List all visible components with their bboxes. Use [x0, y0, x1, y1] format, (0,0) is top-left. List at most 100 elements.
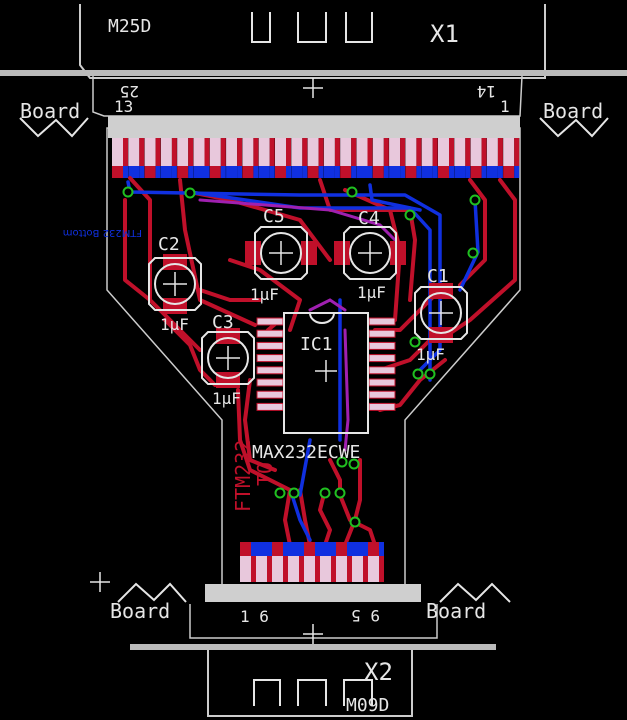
c3-name-label: C3 [212, 312, 234, 333]
c1-value-label: 1µF [416, 345, 445, 364]
ic1-pad [368, 366, 396, 375]
c3-capacitor [201, 328, 255, 388]
via [336, 456, 348, 468]
x2-pad-row [240, 542, 384, 582]
c3-value-label: 1µF [212, 389, 241, 408]
x1-pad [209, 138, 226, 178]
x1-pin-25-label: 25 [120, 82, 139, 101]
vertical-label-to: TO [253, 462, 277, 486]
x1-pad [438, 138, 454, 178]
ic1 [256, 312, 396, 434]
x1-pad [291, 138, 308, 178]
ic1-pad [256, 366, 284, 375]
bottom-silk-label: FTM232 Bottom [63, 227, 142, 238]
x1-pad [503, 138, 520, 178]
ic1-pad [256, 378, 284, 387]
x1-pad [160, 138, 177, 178]
via [424, 368, 436, 380]
ic1-pad [368, 390, 396, 399]
c2-value-label: 1µF [160, 315, 189, 334]
ic1-pad [368, 329, 396, 338]
x2-pad [320, 542, 336, 582]
x2-pins-right-label: 9 5 [351, 606, 380, 625]
ic1-value-label: MAX232ECWE [252, 442, 360, 463]
via [319, 487, 331, 499]
x1-pad [356, 138, 373, 178]
x1-pad [226, 138, 243, 178]
ic1-pad [368, 317, 396, 326]
board-label-right: Board [543, 99, 603, 123]
x1-name-label: X1 [430, 20, 459, 48]
via [349, 516, 361, 528]
x1-pad [144, 138, 161, 178]
x1-pad [372, 138, 389, 178]
via-group [122, 186, 481, 528]
x1-pad [340, 138, 357, 178]
c5-value-label: 1µF [250, 285, 279, 304]
via [334, 487, 346, 499]
x1-pad [258, 138, 275, 178]
x2-pad [240, 542, 256, 582]
x1-pad [454, 138, 471, 178]
x2-pad [352, 542, 368, 582]
x1-pad [112, 138, 128, 178]
x2-pad [304, 542, 320, 582]
c4-name-label: C4 [358, 208, 380, 229]
via [184, 187, 196, 199]
ic1-pad [368, 354, 396, 363]
board-mark-bottom-right [439, 582, 511, 603]
x1-pad [275, 138, 291, 178]
x1-pad [242, 138, 259, 178]
via [409, 336, 421, 348]
x1-pad [389, 138, 406, 178]
capacitor-group [148, 226, 468, 388]
board-mark-bottom-left [90, 572, 187, 603]
x1-pad [193, 138, 210, 178]
board-label-bottom-right: Board [426, 599, 486, 623]
ic1-pad [256, 390, 284, 399]
x2-pad [272, 542, 288, 582]
x1-pad [323, 138, 340, 178]
via [274, 487, 286, 499]
vertical-label-ftm232: FTM232 [231, 440, 255, 512]
x2-pad [288, 542, 304, 582]
x2-part-label: M09D [346, 695, 389, 716]
board-label-left: Board [20, 99, 80, 123]
ic1-pad [256, 341, 284, 350]
ic1-pad [256, 317, 284, 326]
board-label-bottom-left: Board [110, 599, 170, 623]
x1-part-label: M25D [108, 16, 151, 37]
connector-x2 [130, 584, 496, 717]
c4-value-label: 1µF [357, 283, 386, 302]
x1-pad-row [112, 138, 520, 178]
x1-pad [405, 138, 422, 178]
x1-pad [128, 138, 145, 178]
ic1-pad [368, 378, 396, 387]
ic1-name-label: IC1 [300, 334, 333, 355]
board-mark-left [19, 117, 89, 138]
via [288, 487, 300, 499]
x1-pad [470, 138, 487, 178]
c1-capacitor [414, 283, 468, 343]
c5-name-label: C5 [263, 206, 285, 227]
x1-pad [486, 138, 503, 178]
x2-pins-left-label: 1 6 [240, 607, 269, 626]
via [122, 186, 134, 198]
x1-pad [177, 138, 194, 178]
x2-pad [256, 542, 272, 582]
via [348, 458, 360, 470]
c2-name-label: C2 [158, 234, 180, 255]
via [346, 186, 358, 198]
x2-name-label: X2 [364, 658, 393, 686]
board-mark-right [539, 117, 609, 138]
c4-capacitor [334, 226, 406, 280]
ic1-pad [256, 329, 284, 338]
x1-pad [307, 138, 324, 178]
via [412, 368, 424, 380]
ic1-pad [256, 402, 284, 411]
x1-pin-1-label: 1 [500, 97, 510, 116]
ic1-pad [368, 341, 396, 350]
x2-pad [368, 542, 384, 582]
